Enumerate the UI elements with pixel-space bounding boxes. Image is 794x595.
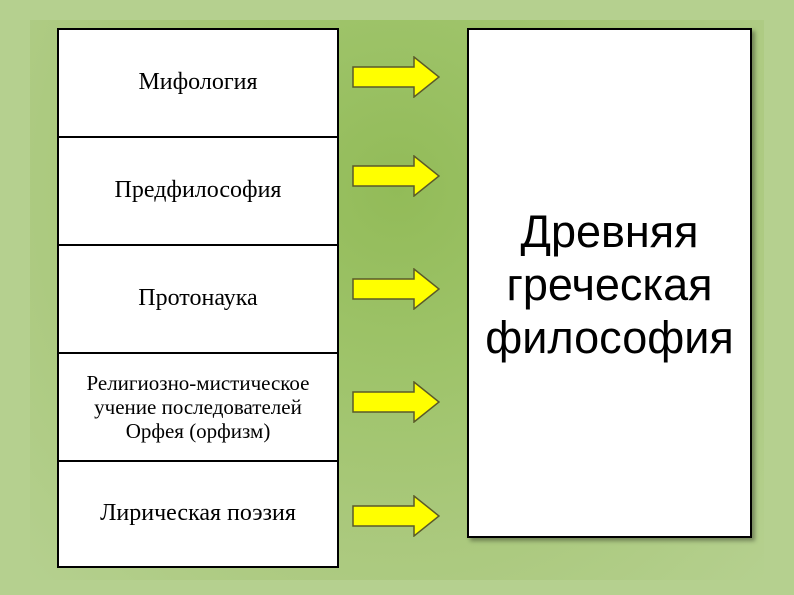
- source-mythology-label: Мифология: [138, 69, 258, 96]
- source-orphism: Религиозно-мистическое учение последоват…: [57, 352, 339, 462]
- source-orphism-label: Религиозно-мистическое учение последоват…: [86, 370, 310, 444]
- source-protoscience: Протонаука: [57, 244, 339, 354]
- arrow-right-icon: [352, 381, 440, 423]
- source-protoscience-label: Протонаука: [138, 285, 258, 312]
- source-prephilosophy: Предфилософия: [57, 136, 339, 246]
- target-ancient-greek-philosophy: Древняя греческая философия: [467, 28, 752, 538]
- arrow-right-icon: [352, 495, 440, 537]
- source-lyric-poetry-label: Лирическая поэзия: [100, 500, 296, 527]
- source-mythology: Мифология: [57, 28, 339, 138]
- arrow-right-icon: [352, 56, 440, 98]
- target-label: Древняя греческая философия: [485, 206, 734, 364]
- arrow-right-icon: [352, 155, 440, 197]
- source-lyric-poetry: Лирическая поэзия: [57, 460, 339, 568]
- source-prephilosophy-label: Предфилософия: [114, 177, 282, 204]
- arrow-right-icon: [352, 268, 440, 310]
